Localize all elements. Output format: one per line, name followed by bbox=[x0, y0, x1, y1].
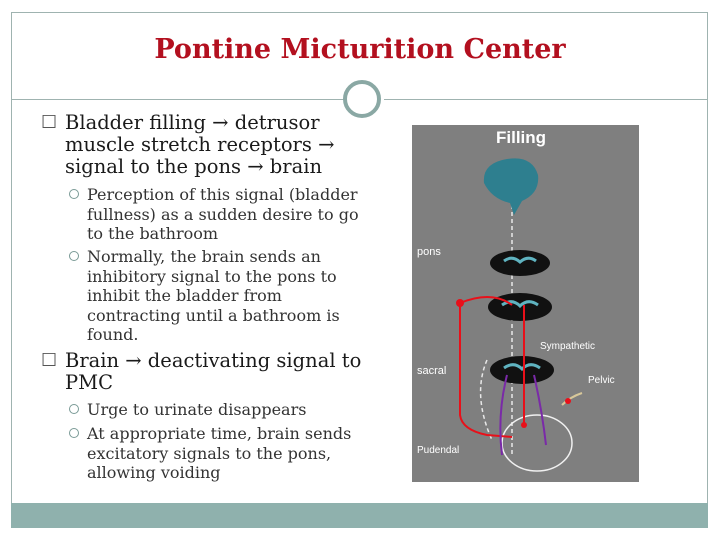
bladder-outline bbox=[501, 414, 573, 472]
afferent-pathway bbox=[459, 296, 513, 306]
bullet-line: muscle stretch receptors → bbox=[65, 133, 335, 156]
bullet-bladder-filling: ☐ Bladder filling → detrusor muscle stre… bbox=[41, 111, 335, 178]
pelvic-node bbox=[565, 398, 571, 404]
dashed-pathway bbox=[479, 359, 493, 441]
title-divider-right bbox=[384, 99, 707, 100]
figure-label-sacral: sacral bbox=[417, 365, 447, 377]
subbullet-line: fullness) as a sudden desire to go bbox=[87, 204, 359, 224]
subbullet-line: inhibit the bladder from bbox=[87, 286, 282, 305]
checkbox-bullet-icon: ☐ bbox=[41, 112, 58, 133]
bullet-line: Bladder filling → detrusor bbox=[65, 111, 320, 134]
slide-title: Pontine Micturition Center bbox=[154, 34, 566, 65]
subbullet-line: At appropriate time, brain sends bbox=[87, 424, 352, 443]
figure-label-pons: pons bbox=[417, 246, 441, 258]
subbullet-line: found. bbox=[87, 325, 139, 344]
bullet-brain-deactivating: ☐ Brain → deactivating signal to PMC bbox=[41, 349, 362, 394]
subbullet-line: Perception of this signal (bladder bbox=[87, 185, 358, 204]
subbullet-urge-disappears: Urge to urinate disappears bbox=[69, 400, 307, 420]
subbullet-line: Normally, the brain sends an bbox=[87, 247, 321, 266]
checkbox-bullet-icon: ☐ bbox=[41, 350, 58, 371]
bullet-line: PMC bbox=[65, 371, 114, 394]
subbullet-voiding: At appropriate time, brain sends excitat… bbox=[69, 424, 352, 483]
subbullet-line: Urge to urinate disappears bbox=[87, 400, 307, 419]
bullet-line: Brain → deactivating signal to bbox=[65, 349, 362, 372]
subbullet-line: to the bathroom bbox=[87, 224, 219, 243]
efferent-pathway bbox=[533, 374, 547, 446]
subbullet-line: allowing voiding bbox=[87, 463, 221, 482]
spinal-segment-sacral bbox=[490, 356, 554, 384]
afferent-pathway bbox=[459, 303, 513, 438]
circle-bullet-icon bbox=[69, 251, 79, 261]
efferent-pathway bbox=[499, 374, 508, 456]
micturition-pathway-figure: Filling pons Sympathetic sacral Pelvic P… bbox=[412, 125, 639, 482]
circle-bullet-icon bbox=[69, 404, 79, 414]
bullet-line: signal to the pons → brain bbox=[65, 155, 323, 178]
figure-label-pudendal: Pudendal bbox=[417, 445, 460, 456]
figure-label-sympathetic: Sympathetic bbox=[540, 341, 596, 352]
pelvic-nerve bbox=[561, 392, 583, 406]
circle-bullet-icon bbox=[69, 189, 79, 199]
afferent-node bbox=[456, 299, 464, 307]
subbullet-inhibitory: Normally, the brain sends an inhibitory … bbox=[69, 247, 340, 345]
subbullet-line: inhibitory signal to the pons to bbox=[87, 266, 337, 286]
title-divider-left bbox=[12, 99, 348, 100]
circle-bullet-icon bbox=[69, 428, 79, 438]
divider-ring-ornament bbox=[343, 80, 381, 118]
spinal-segment-upper bbox=[490, 250, 550, 276]
brain-shape bbox=[483, 158, 539, 215]
footer-accent-bar bbox=[11, 503, 708, 528]
subbullet-line: excitatory signals to the pons, bbox=[87, 443, 332, 463]
pathway-diagram bbox=[456, 158, 583, 472]
subbullet-perception: Perception of this signal (bladder fulln… bbox=[69, 185, 359, 244]
figure-label-filling: Filling bbox=[496, 128, 547, 147]
afferent-node bbox=[521, 422, 527, 428]
subbullet-line: contracting until a bathroom is bbox=[87, 305, 340, 325]
figure-label-pelvic: Pelvic bbox=[588, 375, 615, 386]
